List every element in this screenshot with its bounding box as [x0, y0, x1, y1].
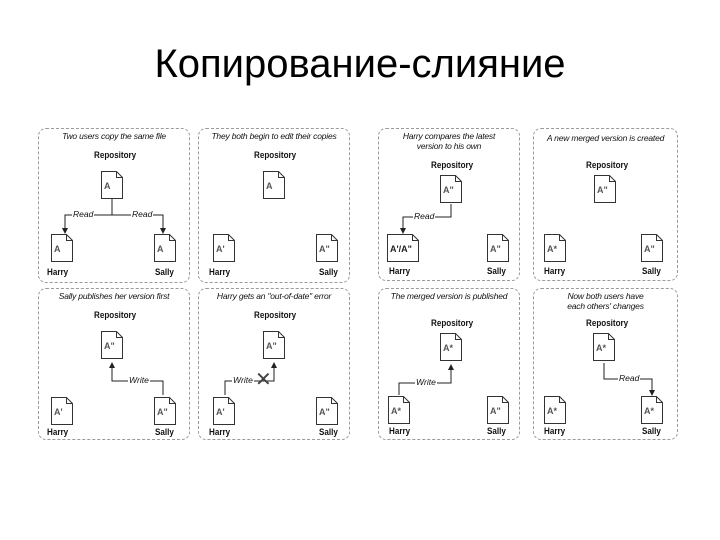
panel-title: The merged version is published	[390, 291, 508, 301]
repository-file-icon: A	[101, 171, 123, 199]
sally-file-icon: A"	[154, 397, 176, 425]
panel-title: Now both users have each others' changes	[567, 291, 644, 311]
arrow-label-write: Write	[128, 375, 150, 385]
arrow-label-write: Write	[415, 377, 437, 387]
file-version: A*	[547, 406, 558, 416]
sally-file-icon: A*	[641, 396, 663, 424]
harry-file-icon: A*	[388, 396, 410, 424]
file-version: A'	[216, 244, 225, 254]
repository-label: Repository	[254, 310, 297, 321]
file-version: A"	[597, 185, 608, 195]
panel-title: Harry gets an "out-of-date" error	[216, 291, 332, 301]
file-version: A	[54, 244, 61, 254]
file-version: A*	[391, 406, 402, 416]
sally-label: Sally	[155, 267, 174, 278]
repository-file-icon: A"	[594, 175, 616, 203]
repository-file-icon: A*	[593, 333, 615, 361]
harry-label: Harry	[47, 267, 69, 278]
panel-title: They both begin to edit their copies	[211, 131, 337, 141]
sally-label: Sally	[155, 427, 174, 438]
harry-file-icon: A*	[544, 396, 566, 424]
sally-label: Sally	[487, 426, 506, 437]
panel-title: Two users copy the same file	[62, 131, 166, 141]
harry-label: Harry	[389, 426, 411, 437]
sally-file-icon: A"	[641, 234, 663, 262]
arrow-label-read: Read	[72, 209, 95, 219]
sally-label: Sally	[642, 266, 661, 277]
repository-label: Repository	[94, 150, 137, 161]
harry-label: Harry	[544, 266, 566, 277]
file-version: A'	[216, 407, 225, 417]
harry-file-icon: A*	[544, 234, 566, 262]
repository-label: Repository	[94, 310, 137, 321]
sally-file-icon: A"	[316, 234, 338, 262]
panel-compare: Harry compares the latest version to his…	[378, 128, 520, 281]
sally-label: Sally	[319, 427, 338, 438]
repository-file-icon: A	[263, 171, 285, 199]
repository-label: Repository	[586, 160, 629, 171]
repository-file-icon: A"	[440, 175, 462, 203]
file-version: A'/A"	[390, 244, 412, 254]
sally-file-icon: A"	[487, 234, 509, 262]
arrow-label-read: Read	[131, 209, 154, 219]
panel-copy: Two users copy the same file Repository …	[38, 128, 190, 283]
repository-file-icon: A*	[440, 333, 462, 361]
panel-title: Sally publishes her version first	[58, 291, 170, 301]
file-version: A	[104, 181, 111, 191]
repository-file-icon: A"	[101, 331, 123, 359]
file-version: A'	[54, 407, 63, 417]
panel-edit: They both begin to edit their copies Rep…	[198, 128, 350, 283]
slide-title: Копирование-слияние	[154, 42, 566, 86]
sally-file-icon: A"	[487, 396, 509, 424]
panel-both-have-changes: Now both users have each others' changes…	[533, 288, 678, 440]
sally-label: Sally	[487, 266, 506, 277]
harry-file-icon: A'	[51, 397, 73, 425]
repository-label: Repository	[431, 318, 474, 329]
sally-file-icon: A	[154, 234, 176, 262]
harry-file-icon: A'	[213, 234, 235, 262]
sally-label: Sally	[319, 267, 338, 278]
panel-sally-publishes: Sally publishes her version first Reposi…	[38, 288, 190, 440]
harry-file-icon: A'	[213, 397, 235, 425]
harry-label: Harry	[209, 427, 231, 438]
harry-file-icon: A	[51, 234, 73, 262]
file-version: A	[157, 244, 164, 254]
panel-merged: A new merged version is created Reposito…	[533, 128, 678, 281]
file-version: A"	[490, 244, 501, 254]
repository-label: Repository	[586, 318, 629, 329]
file-version: A"	[490, 406, 501, 416]
panel-merged-published: The merged version is published Reposito…	[378, 288, 520, 440]
repository-file-icon: A"	[263, 331, 285, 359]
file-version: A"	[644, 244, 655, 254]
file-version: A"	[266, 341, 277, 351]
file-version: A"	[157, 407, 168, 417]
arrow-label-read: Read	[413, 211, 436, 221]
file-version: A"	[104, 341, 115, 351]
file-version: A"	[319, 244, 330, 254]
harry-label: Harry	[389, 266, 411, 277]
panel-title: Harry compares the latest version to his…	[402, 131, 496, 151]
file-version: A"	[443, 185, 454, 195]
file-version: A	[266, 181, 273, 191]
harry-label: Harry	[544, 426, 566, 437]
repository-label: Repository	[431, 160, 474, 171]
harry-label: Harry	[209, 267, 231, 278]
file-version: A*	[596, 343, 607, 353]
arrow-label-write: Write	[232, 375, 254, 385]
file-version: A*	[443, 343, 454, 353]
file-version: A*	[547, 244, 558, 254]
file-version: A"	[319, 407, 330, 417]
harry-label: Harry	[47, 427, 69, 438]
panel-out-of-date: ✕ Harry gets an "out-of-date" error Repo…	[198, 288, 350, 440]
error-x-icon: ✕	[255, 367, 272, 391]
repository-label: Repository	[254, 150, 297, 161]
sally-file-icon: A"	[316, 397, 338, 425]
harry-file-icon: A'/A"	[387, 234, 419, 262]
file-version: A*	[644, 406, 655, 416]
sally-label: Sally	[642, 426, 661, 437]
panel-title: A new merged version is created	[546, 133, 665, 143]
arrow-label-read: Read	[618, 373, 641, 383]
